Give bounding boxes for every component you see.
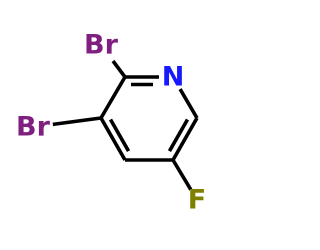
- atom-label-br3: Br: [16, 112, 51, 143]
- bond-c2-c3: [99, 76, 127, 119]
- bond-c6-n1: [178, 88, 199, 119]
- bond-c3-c4: [99, 117, 127, 161]
- atom-label-br2: Br: [84, 30, 119, 61]
- bond-c5-c6-inner-line: [167, 118, 190, 152]
- bond-c5-c6: [171, 117, 199, 161]
- bond-c3-br3: [52, 116, 102, 127]
- bonds-layer: [52, 59, 199, 191]
- atom-label-n1: N: [162, 62, 185, 93]
- bond-c5-f5: [171, 159, 193, 191]
- atom-label-f5: F: [188, 185, 206, 216]
- bond-c3-c4-inner-line: [108, 118, 131, 152]
- bond-c2-br2: [111, 59, 127, 79]
